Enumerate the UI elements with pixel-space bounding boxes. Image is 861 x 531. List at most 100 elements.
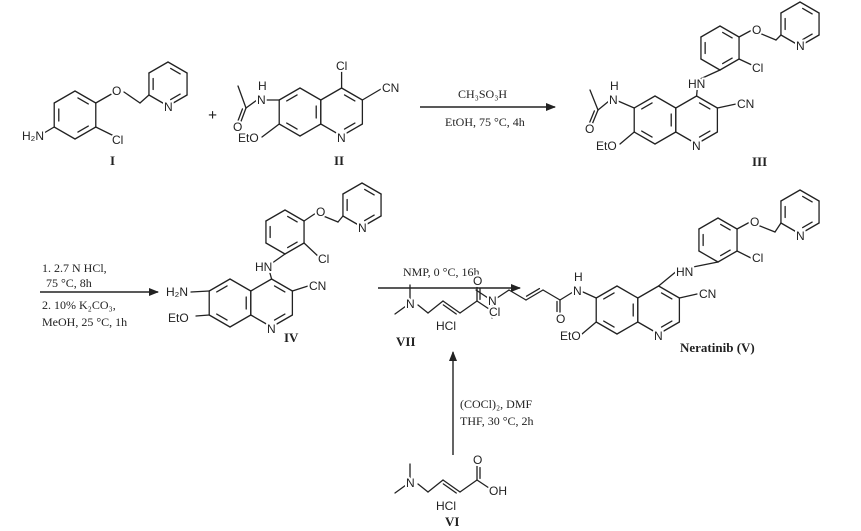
plus-sign: + [208,107,217,124]
ring-bond [719,58,740,71]
atom-label: O [473,274,482,288]
ring-bond [299,87,322,101]
ring-bond [361,215,382,228]
bond [738,29,753,38]
ring-bond [799,222,820,235]
bond [716,103,737,109]
atom-label: N [796,229,805,243]
ring-bond [780,222,801,235]
ring-bond [698,250,719,263]
step4-line2: THF, 30 °C, 2h [460,414,534,428]
ring-bond [74,90,97,104]
ring-bond [250,314,273,328]
bond [315,212,339,223]
bond [139,94,150,104]
atom-label: H₂N [22,129,44,143]
ring-double-bond [641,102,653,110]
atom-label: EtO [238,131,259,145]
step2-line3: 2. 10% K₂CO₃, [42,298,116,312]
bond [476,479,490,489]
ring-double-bond [722,31,733,39]
ring-bond [53,90,76,104]
ring-double-bond [77,125,89,133]
atom-label: O [752,23,761,37]
atom-label: O [556,312,565,326]
atom-label: N [337,131,346,145]
compound-neratinib: HN O Cl N CN N EtO N H O N Neratinib (V) [486,213,807,355]
atom-label: O [233,120,242,134]
ring-double-bond [603,292,615,300]
ring-double-bond [720,223,731,231]
atom-label: EtO [560,329,581,343]
bond [749,221,776,233]
bond [774,222,782,233]
atom-label: CN [699,287,716,301]
ring-bond [799,1,820,14]
bond [581,321,597,335]
compound-label: IV [284,330,299,345]
ring-bond [284,209,305,222]
compound-label: I [110,153,115,168]
bond [542,289,561,301]
double-bond [442,300,461,314]
ring-double-bond [722,57,733,65]
atom-label: N [406,476,415,490]
bond [43,126,55,134]
ring-double-bond [660,320,673,328]
ring-bond [278,87,301,101]
compound-label: Neratinib (V) [680,340,755,355]
bond [582,291,597,299]
ring-double-bond [273,313,286,321]
atom-label: O [473,453,482,467]
ring-bond [74,126,97,140]
atom-label: N [654,329,663,343]
bond [597,100,610,111]
bond [508,289,527,301]
bond [267,253,286,267]
bond [361,88,382,101]
step2-line4: MeOH, 25 °C, 1h [42,315,127,329]
atom-label: EtO [596,139,617,153]
bond [738,58,755,67]
atom-label: HCl [436,319,456,333]
bond [195,314,210,317]
bond [337,215,344,223]
ring-bond [654,131,677,145]
bond [677,261,719,271]
bond [736,250,752,259]
bond [475,289,489,299]
bond [303,242,321,259]
ring-double-bond [273,285,286,293]
ring-double-bond [364,188,375,196]
step4-line1: (COCl)₂, DMF [460,397,533,411]
atom-label: Cl [318,252,329,266]
compound-III: HN O Cl N CN N EtO N H O III [583,21,807,169]
ring-bond [595,321,618,335]
ring-bond [320,123,343,137]
atom-label: HCl [436,499,456,513]
ring-bond [148,94,169,107]
atom-label: H [610,79,619,93]
ring-bond [780,34,801,47]
ring-bond [698,217,719,230]
step1-reagent: CH₃SO₃H [458,87,507,101]
atom-label: HN [255,260,272,274]
double-bond [442,479,461,493]
atom-label: N [406,297,415,311]
ring-bond [229,314,252,328]
bond [476,300,490,310]
ring-bond [633,131,656,145]
ring-bond [799,189,820,202]
bond [427,479,444,493]
ring-bond [700,25,721,38]
ring-double-bond [216,285,228,293]
atom-label: N [488,294,497,308]
bond [95,126,115,137]
atom-label: N [573,284,582,298]
atom-label: Cl [752,251,763,265]
ring-double-bond [603,320,615,328]
ring-double-bond [216,313,228,321]
atom-label: H [574,270,583,284]
ring-bond [340,87,364,101]
